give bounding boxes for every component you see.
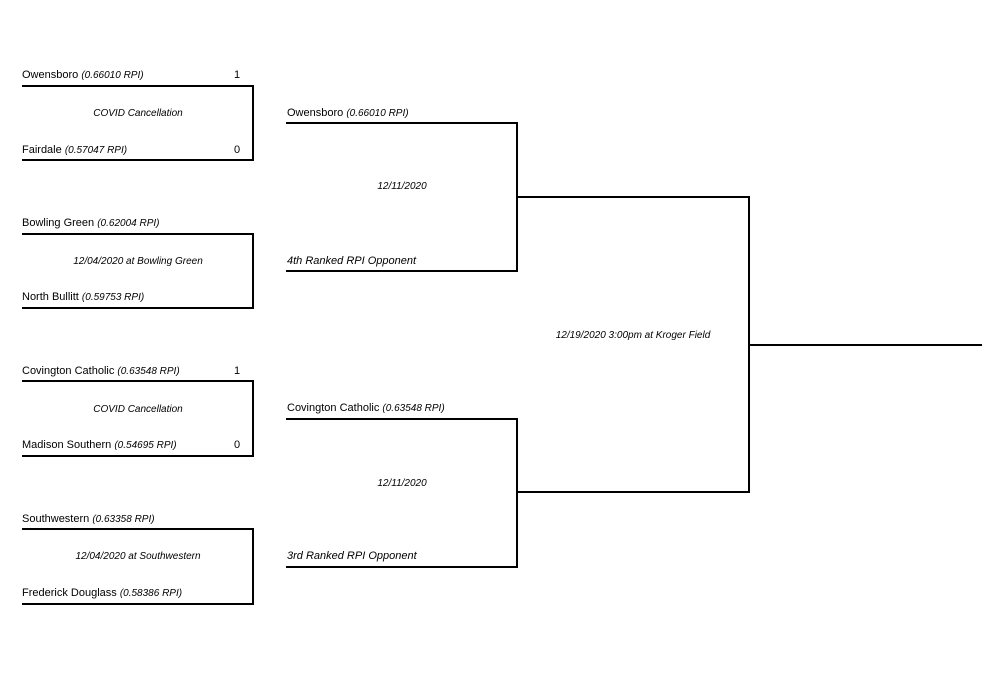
bracket-line — [286, 122, 518, 124]
r1g4-note: 12/04/2020 at Southwestern — [75, 551, 201, 562]
bracket-line — [516, 196, 750, 198]
r1g3-bottom-score: 0 — [234, 439, 241, 451]
bracket-line — [286, 566, 518, 568]
bracket-line — [22, 528, 254, 530]
bracket-line — [516, 418, 518, 568]
final-note: 12/19/2020 3:00pm at Kroger Field — [555, 330, 711, 341]
team-name: Owensboro — [287, 107, 344, 119]
r1g2-top-team: Bowling Green (0.62004 RPI) — [22, 217, 159, 230]
r1g1-note: COVID Cancellation — [93, 108, 183, 119]
bracket-line — [516, 491, 750, 493]
r1g3-bottom-team: Madison Southern (0.54695 RPI) — [22, 439, 177, 452]
r1g1-top-score: 1 — [234, 69, 241, 81]
r1g1-bottom-team: Fairdale (0.57047 RPI) — [22, 144, 127, 157]
champion-line — [748, 344, 982, 346]
bracket-line — [22, 233, 254, 235]
bracket-line — [252, 85, 254, 161]
r2g2-bottom-label: 3rd Ranked RPI Opponent — [287, 550, 417, 562]
team-rpi: (0.63358 RPI) — [92, 514, 155, 525]
team-rpi: (0.59753 RPI) — [81, 292, 145, 303]
team-name: Covington Catholic — [287, 402, 380, 414]
team-name: Southwestern — [22, 513, 90, 525]
bracket-line — [22, 603, 254, 605]
team-rpi: (0.66010 RPI) — [346, 108, 409, 119]
bracket-line — [252, 233, 254, 309]
team-name: Fairdale — [22, 144, 62, 156]
team-rpi: (0.54695 RPI) — [114, 440, 177, 451]
team-rpi: (0.62004 RPI) — [97, 218, 160, 229]
team-name: Madison Southern — [22, 439, 112, 451]
bracket-line — [286, 418, 518, 420]
r1g2-bottom-team: North Bullitt (0.59753 RPI) — [22, 291, 144, 304]
r1g3-top-team: Covington Catholic (0.63548 RPI) — [22, 365, 180, 378]
r1g1-top-team: Owensboro (0.66010 RPI) — [22, 69, 144, 82]
team-rpi: (0.57047 RPI) — [64, 145, 128, 156]
bracket-line — [252, 528, 254, 605]
team-rpi: (0.66010 RPI) — [81, 70, 144, 81]
bracket-line — [22, 380, 254, 382]
r2g1-note: 12/11/2020 — [377, 181, 427, 192]
bracket-line — [22, 455, 254, 457]
r1g3-top-score: 1 — [234, 365, 241, 377]
team-name: Frederick Douglass — [22, 587, 117, 599]
r2g1-bottom-label: 4th Ranked RPI Opponent — [287, 255, 417, 267]
r1g4-top-team: Southwestern (0.63358 RPI) — [22, 513, 155, 526]
team-name: Covington Catholic — [22, 365, 115, 377]
team-rpi: (0.63548 RPI) — [117, 366, 180, 377]
bracket-line — [22, 85, 254, 87]
team-name: North Bullitt — [22, 291, 79, 303]
team-rpi: (0.58386 RPI) — [119, 588, 183, 599]
r1g1-bottom-score: 0 — [234, 144, 241, 156]
team-name: Owensboro — [22, 69, 79, 81]
bracket-line — [22, 159, 254, 161]
bracket-line — [22, 307, 254, 309]
team-rpi: (0.63548 RPI) — [382, 403, 445, 414]
r1g4-bottom-team: Frederick Douglass (0.58386 RPI) — [22, 587, 182, 600]
team-name: Bowling Green — [22, 217, 95, 229]
bracket-line — [286, 270, 518, 272]
r1g3-note: COVID Cancellation — [93, 404, 183, 415]
r1g2-note: 12/04/2020 at Bowling Green — [73, 256, 203, 267]
r2g2-note: 12/11/2020 — [377, 478, 427, 489]
r2g2-top-team: Covington Catholic (0.63548 RPI) — [287, 402, 445, 415]
bracket-line — [252, 380, 254, 457]
r2g1-top-team: Owensboro (0.66010 RPI) — [287, 107, 409, 120]
